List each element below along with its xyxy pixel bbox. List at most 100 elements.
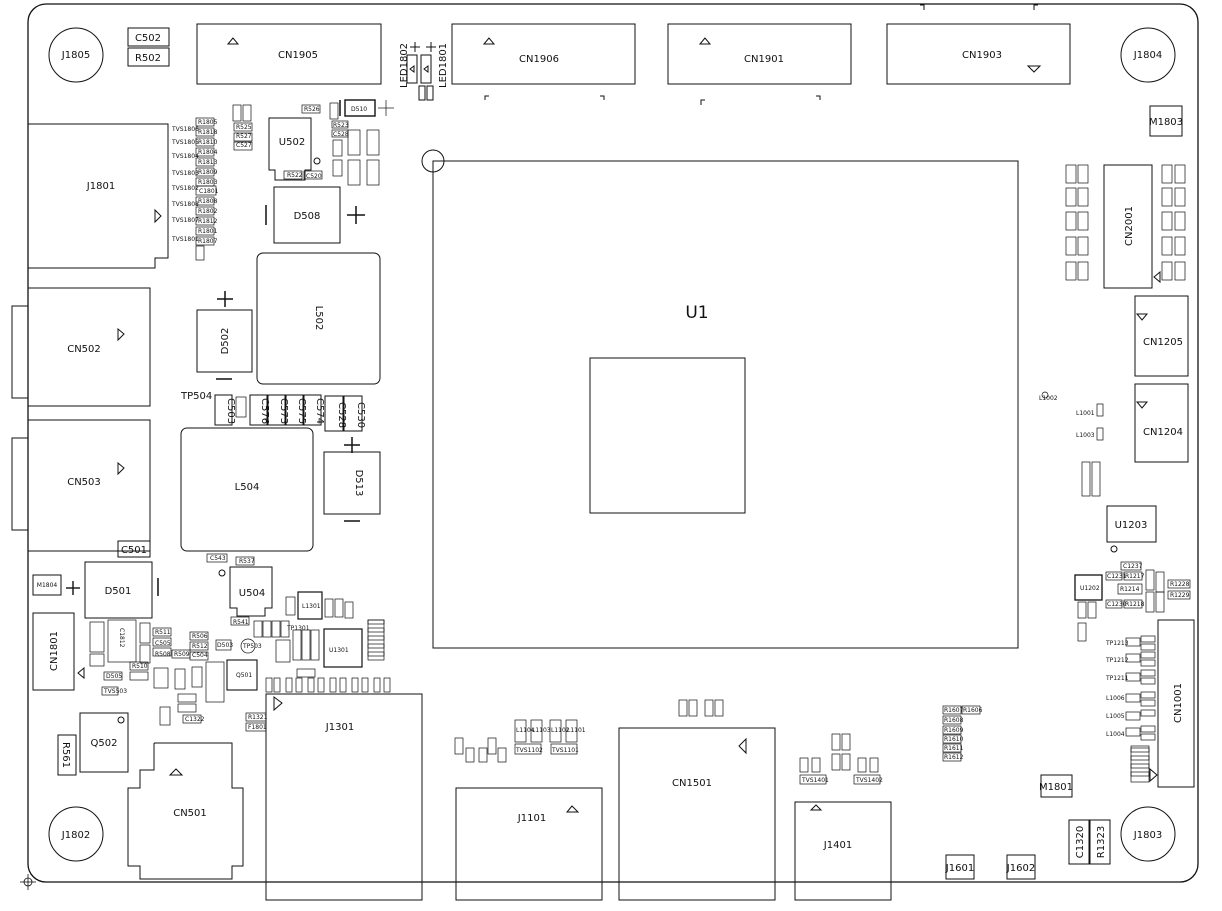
- svg-text:CN1801: CN1801: [49, 631, 60, 671]
- svg-text:C574: C574: [314, 398, 325, 424]
- svg-text:TVS1101: TVS1101: [551, 747, 579, 754]
- svg-text:CN2001: CN2001: [1124, 206, 1135, 246]
- svg-text:C527: C527: [236, 142, 252, 149]
- svg-text:CN1903: CN1903: [962, 50, 1002, 61]
- svg-text:C528: C528: [333, 131, 349, 138]
- svg-text:J1401: J1401: [823, 840, 852, 851]
- svg-text:C504: C504: [192, 652, 208, 659]
- svg-text:R1217: R1217: [1125, 573, 1145, 580]
- svg-text:TP1211: TP1211: [1105, 675, 1129, 682]
- svg-text:C543: C543: [210, 555, 226, 562]
- svg-text:F1801: F1801: [248, 724, 267, 731]
- svg-text:L1102: L1102: [551, 727, 570, 734]
- svg-text:R510: R510: [132, 663, 148, 670]
- c502-component: C502: [127, 27, 170, 47]
- svg-text:U1203: U1203: [1115, 520, 1148, 531]
- origin-crosshair: [20, 874, 36, 890]
- svg-text:C1801: C1801: [199, 188, 219, 195]
- test-points-right: [1041, 391, 1104, 497]
- soc-u1: U1: [421, 149, 1019, 649]
- svg-text:J1301: J1301: [325, 722, 354, 733]
- svg-text:CN1001: CN1001: [1173, 683, 1184, 723]
- small-passives-top: [232, 99, 394, 186]
- connector-j1101: J1101: [455, 787, 603, 901]
- svg-text:C1812: C1812: [118, 628, 125, 648]
- svg-text:Q501: Q501: [236, 672, 252, 679]
- connector-cn1205: CN1205: [1134, 295, 1189, 377]
- svg-text:R526: R526: [304, 106, 320, 113]
- connector-j1301: J1301: [265, 693, 423, 901]
- j1301-pin-passives: [265, 677, 391, 693]
- svg-text:R1804: R1804: [198, 149, 218, 156]
- svg-text:R1606: R1606: [963, 707, 983, 714]
- svg-text:C1322: C1322: [185, 716, 205, 723]
- svg-text:TVS1402: TVS1402: [855, 777, 883, 784]
- mark-m1804: M1804: [32, 574, 80, 596]
- c1320-component: C1320: [1068, 819, 1090, 865]
- svg-text:CN1905: CN1905: [278, 50, 318, 61]
- inductor-cluster-labels: TP1213 TP1212 TP1211 L1006 L1005 L1004: [1105, 640, 1129, 738]
- svg-text:R1228: R1228: [1170, 581, 1190, 588]
- mount-label: J1804: [1133, 50, 1162, 61]
- jumper-j1602: J1602: [1006, 854, 1036, 880]
- connector-cn1801: CN1801: [32, 612, 85, 691]
- resistor-group-r1600: [942, 705, 981, 762]
- svg-text:L1101: L1101: [567, 727, 586, 734]
- svg-text:R561: R561: [60, 742, 71, 768]
- svg-text:U1: U1: [685, 303, 708, 323]
- svg-text:TVS1401: TVS1401: [801, 777, 829, 784]
- connector-cn1901: CN1901: [667, 23, 852, 105]
- r502-component: R502: [127, 47, 170, 67]
- port-cn502: CN502: [11, 287, 151, 407]
- pin-header-right: [1130, 747, 1150, 777]
- svg-text:R511: R511: [155, 629, 171, 636]
- svg-text:C1320: C1320: [1075, 826, 1086, 858]
- svg-text:CN501: CN501: [173, 808, 207, 819]
- esd-protection-group: [195, 117, 217, 261]
- svg-text:C520: C520: [306, 173, 322, 180]
- svg-text:U1202: U1202: [1080, 585, 1100, 592]
- svg-text:R1813: R1813: [198, 159, 218, 166]
- svg-text:J1801: J1801: [86, 181, 115, 192]
- diode-d508: D508: [265, 186, 365, 244]
- u1202-labels: U1202 C1237 C1231 R1217 R1214 C1230 R121…: [1080, 563, 1190, 608]
- connector-cn1001: CN1001: [1149, 619, 1195, 788]
- svg-text:L1001: L1001: [1076, 410, 1095, 417]
- svg-text:L1103: L1103: [532, 727, 551, 734]
- diode-d501: D501: [84, 561, 159, 619]
- svg-text:TVS1803: TVS1803: [171, 170, 199, 177]
- svg-text:TVS1802: TVS1802: [171, 185, 199, 192]
- svg-text:R502: R502: [135, 53, 161, 64]
- svg-text:TVS1805: TVS1805: [171, 139, 199, 146]
- svg-text:D510: D510: [351, 106, 367, 113]
- svg-text:L1003: L1003: [1076, 432, 1095, 439]
- svg-text:M1801: M1801: [1039, 782, 1073, 793]
- mount-hole-br: J1803: [1120, 806, 1176, 862]
- test-point-labels: L1001 L1003 L1002: [1039, 395, 1095, 439]
- svg-text:L502: L502: [313, 306, 324, 331]
- port-cn501: CN501: [127, 742, 244, 880]
- svg-text:R1611: R1611: [944, 745, 964, 752]
- svg-text:R1818: R1818: [198, 129, 218, 136]
- led1802-label: LED1802: [399, 43, 410, 88]
- svg-text:J1601: J1601: [945, 863, 974, 874]
- board-outline: [27, 3, 1199, 883]
- svg-text:R1609: R1609: [944, 727, 964, 734]
- svg-text:C1230: C1230: [1107, 601, 1127, 608]
- svg-text:R1608: R1608: [944, 717, 964, 724]
- small-passives-labels: R527 C527 R525 R526 R523 C528 D510 R522 …: [236, 106, 367, 180]
- svg-text:CN1901: CN1901: [744, 54, 784, 65]
- resistor-r561: R561: [57, 734, 77, 776]
- svg-text:C573: C573: [278, 398, 289, 424]
- svg-text:R1807: R1807: [198, 238, 218, 245]
- svg-text:TVS1806: TVS1806: [171, 126, 199, 133]
- svg-text:L1002: L1002: [1039, 395, 1058, 402]
- svg-text:TP1212: TP1212: [1105, 657, 1129, 664]
- mount-hole-tl: J1805: [48, 27, 104, 83]
- svg-text:J1101: J1101: [517, 813, 546, 824]
- svg-text:C575: C575: [296, 398, 307, 424]
- svg-text:L1004: L1004: [1106, 731, 1125, 738]
- svg-text:R1812: R1812: [198, 218, 218, 225]
- ic-u1202-cluster: [1074, 561, 1191, 642]
- svg-text:TVS1102: TVS1102: [515, 747, 543, 754]
